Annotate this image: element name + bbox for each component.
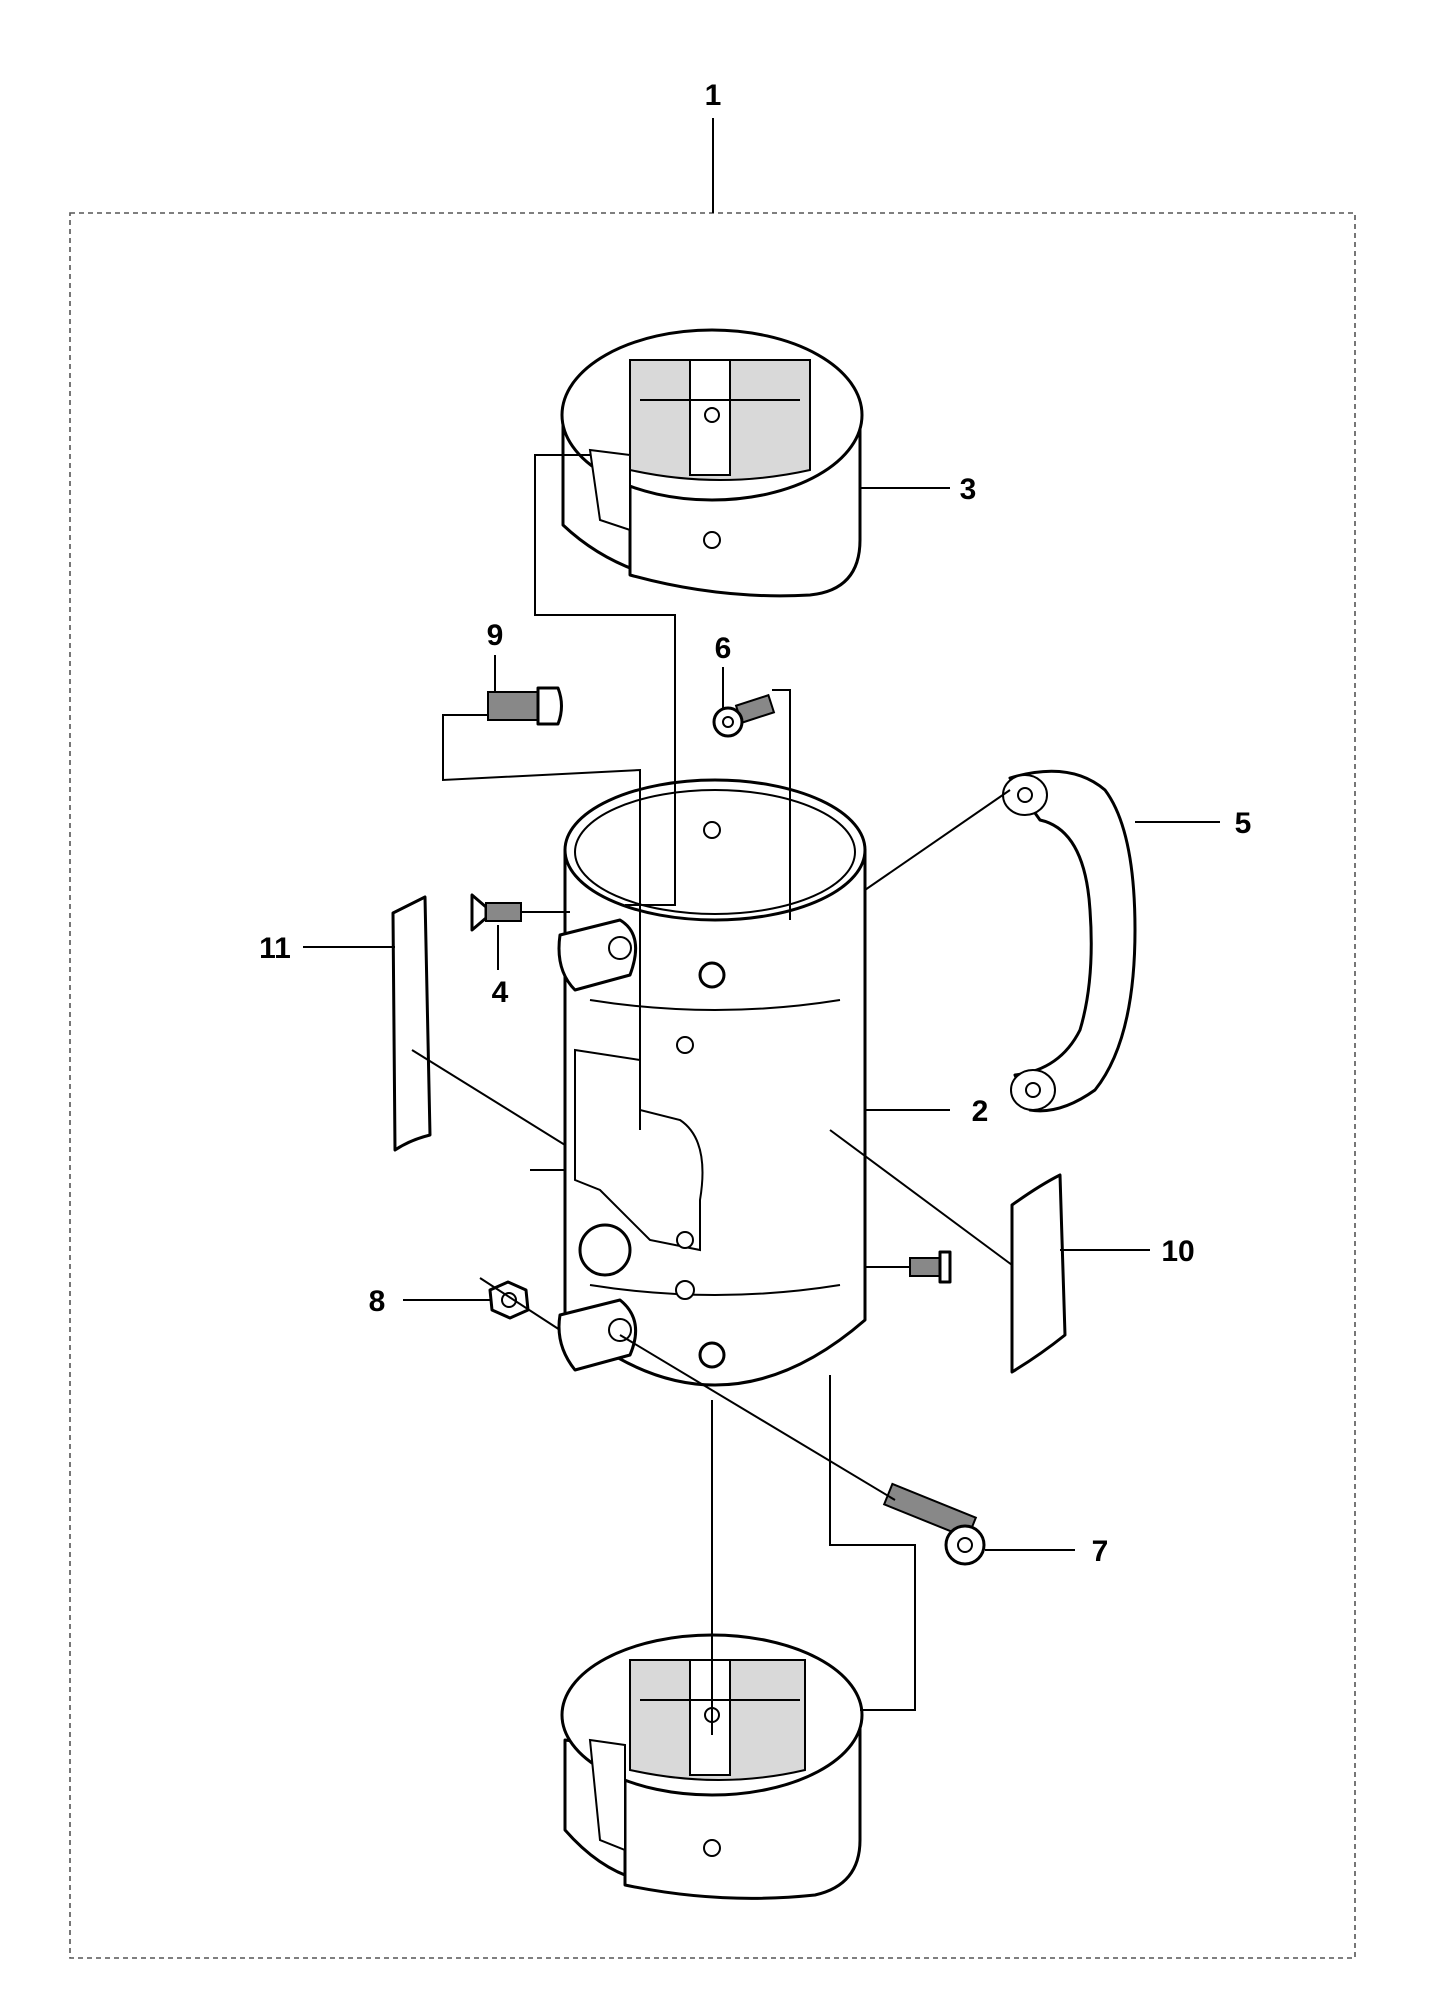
callout-3: 3 [960, 473, 977, 506]
assembly-line-8 [479, 1277, 561, 1331]
assembly-line-7 [619, 1334, 896, 1501]
part-main-cylinder [557, 778, 867, 1387]
callout-6: 6 [715, 632, 732, 665]
part-cap-screw-6 [712, 693, 776, 738]
callout-9: 9 [487, 619, 504, 652]
callout-2: 2 [972, 1095, 989, 1128]
callout-8: 8 [369, 1285, 386, 1318]
callout-5: 5 [1235, 807, 1252, 840]
part-cap-screw-7 [882, 1482, 986, 1566]
assembly-line-lower-right [829, 1375, 916, 1711]
part-lower-collar [560, 1633, 864, 1900]
part-set-screw-9 [487, 686, 563, 726]
assembly-line-5 [864, 789, 1011, 891]
part-u-handle [1002, 769, 1137, 1113]
part-label-11 [391, 895, 432, 1152]
callout-7: 7 [1092, 1535, 1109, 1568]
part-flat-screw-4 [470, 893, 522, 932]
callout-10: 10 [1161, 1235, 1194, 1268]
part-upper-collar [560, 328, 864, 598]
assembly-line-10 [829, 1129, 1013, 1266]
callout-1: 1 [705, 79, 722, 112]
assembly-line-9 [442, 714, 641, 1130]
assembly-line-6 [772, 689, 791, 920]
assembly-line-3 [534, 454, 676, 906]
callout-4: 4 [492, 976, 509, 1009]
assembly-line-11 [411, 1049, 566, 1146]
callout-11: 11 [259, 932, 291, 965]
part-label-10 [1010, 1173, 1067, 1374]
part-flat-screw-right [909, 1250, 952, 1284]
